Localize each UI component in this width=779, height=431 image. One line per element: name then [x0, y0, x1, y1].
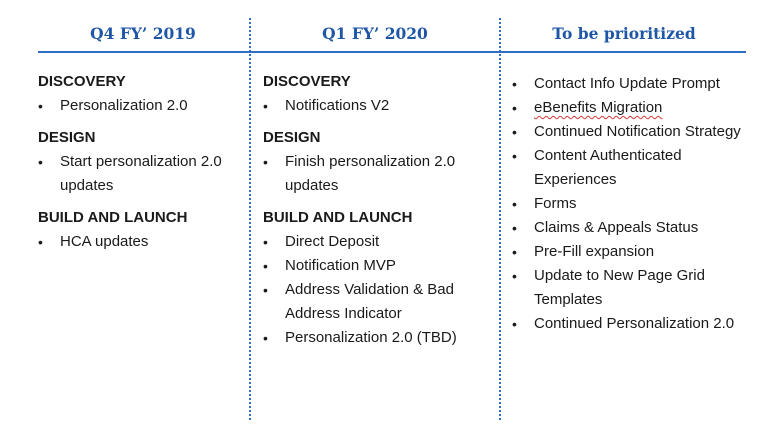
column-divider-1: [249, 18, 251, 420]
header-rule: [38, 51, 746, 53]
section-list-build-and-launch: Direct Deposit Notification MVP Address …: [263, 230, 483, 350]
list-item: Update to New Page Grid Templates: [512, 264, 747, 312]
list-item: Notifications V2: [263, 94, 483, 118]
column-heading-q4-fy2019: Q4 FY’ 2019: [90, 24, 196, 43]
list-item: Pre-Fill expansion: [512, 240, 747, 264]
list-item: Claims & Appeals Status: [512, 216, 747, 240]
column-to-be-prioritized: Contact Info Update Prompt eBenefits Mig…: [512, 72, 747, 336]
list-item: Direct Deposit: [263, 230, 483, 254]
list-item: Contact Info Update Prompt: [512, 72, 747, 96]
section-title-build-and-launch: BUILD AND LAUNCH: [263, 209, 413, 226]
list-item: Content Authenticated Experiences: [512, 144, 747, 192]
list-item: Continued Personalization 2.0: [512, 312, 747, 336]
list-item: Personalization 2.0: [38, 94, 238, 118]
section-list-build-and-launch: HCA updates: [38, 230, 238, 254]
list-item: Notification MVP: [263, 254, 483, 278]
section-title-discovery: DISCOVERY: [38, 73, 126, 90]
prioritized-list: Contact Info Update Prompt eBenefits Mig…: [512, 72, 747, 336]
column-heading-q1-fy2020: Q1 FY’ 2020: [322, 24, 428, 43]
column-divider-2: [499, 18, 501, 420]
list-item: Forms: [512, 192, 747, 216]
list-item: Continued Notification Strategy: [512, 120, 747, 144]
list-item: Finish personalization 2.0 updates: [263, 150, 483, 198]
section-list-design: Finish personalization 2.0 updates: [263, 150, 483, 198]
list-item-text: eBenefits Migration: [534, 99, 663, 116]
column-q4-fy2019: DISCOVERY Personalization 2.0 DESIGN Sta…: [38, 70, 238, 254]
section-list-discovery: Personalization 2.0: [38, 94, 238, 118]
list-item: Address Validation & Bad Address Indicat…: [263, 278, 483, 326]
section-list-design: Start personalization 2.0 updates: [38, 150, 238, 198]
list-item: Personalization 2.0 (TBD): [263, 326, 483, 350]
section-title-build-and-launch: BUILD AND LAUNCH: [38, 209, 188, 226]
section-list-discovery: Notifications V2: [263, 94, 483, 118]
section-title-design: DESIGN: [38, 129, 96, 146]
section-title-design: DESIGN: [263, 129, 321, 146]
list-item: HCA updates: [38, 230, 238, 254]
section-title-discovery: DISCOVERY: [263, 73, 351, 90]
list-item: Start personalization 2.0 updates: [38, 150, 238, 198]
column-heading-to-be-prioritized: To be prioritized: [552, 24, 696, 43]
column-q1-fy2020: DISCOVERY Notifications V2 DESIGN Finish…: [263, 70, 483, 350]
list-item: eBenefits Migration: [512, 96, 747, 120]
